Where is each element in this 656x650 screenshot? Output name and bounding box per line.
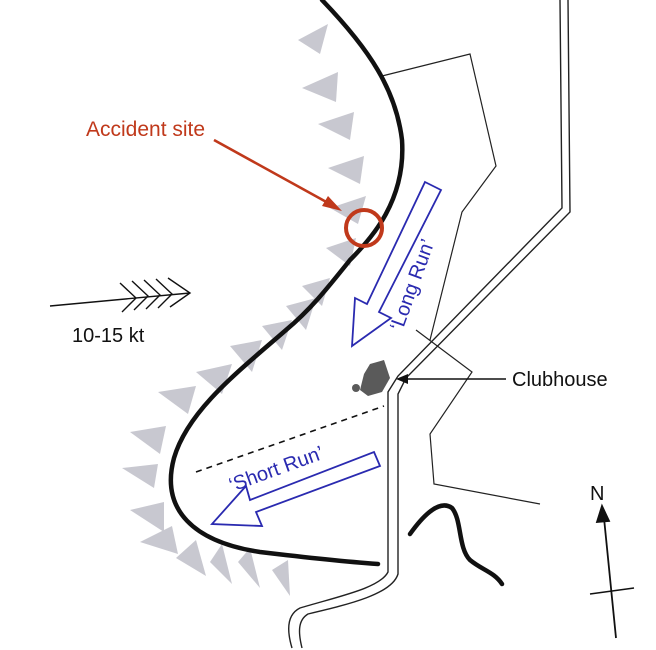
road-edge-right xyxy=(298,0,571,649)
accident-leader-arrow xyxy=(213,138,342,211)
long-run-arrow xyxy=(350,180,443,348)
slope-tick xyxy=(210,544,232,584)
wind-speed-label: 10-15 kt xyxy=(72,325,145,347)
ridge-line xyxy=(168,0,405,567)
slope-tick xyxy=(140,526,178,554)
north-arrow-icon xyxy=(589,503,635,639)
stream-line xyxy=(407,503,505,587)
slope-tick xyxy=(330,196,366,224)
upper-boundary xyxy=(381,53,497,341)
short-run-arrow xyxy=(210,450,382,527)
slope-tick xyxy=(130,502,164,532)
slope-hachures xyxy=(122,24,366,596)
clubhouse-leader-arrow xyxy=(396,374,506,384)
short-run-start-line xyxy=(195,405,385,473)
clubhouse-building xyxy=(352,360,390,396)
slope-tick xyxy=(158,386,196,414)
boundary-lines xyxy=(381,53,541,505)
road xyxy=(288,0,571,649)
wind-direction-arrow-icon xyxy=(49,277,192,313)
slope-tick xyxy=(328,156,364,184)
slope-tick xyxy=(238,548,260,588)
north-label: N xyxy=(590,483,604,505)
short-run-label: ‘Short Run’ xyxy=(226,442,326,497)
accident-site-label: Accident site xyxy=(86,118,205,141)
slope-tick xyxy=(302,72,338,102)
slope-tick xyxy=(302,278,330,306)
slope-tick xyxy=(230,340,262,372)
slope-tick xyxy=(196,364,232,394)
slope-tick xyxy=(298,24,328,54)
accident-circle-icon xyxy=(344,208,384,248)
slope-tick xyxy=(272,560,290,596)
slope-tick xyxy=(176,540,206,576)
clubhouse-label: Clubhouse xyxy=(512,369,608,391)
long-run-label: ‘Long Run’ xyxy=(386,236,439,333)
lower-boundary xyxy=(415,329,541,505)
road-edge-left xyxy=(288,0,563,649)
slope-tick xyxy=(318,112,354,140)
slope-tick xyxy=(130,426,166,454)
slope-tick xyxy=(122,464,158,488)
